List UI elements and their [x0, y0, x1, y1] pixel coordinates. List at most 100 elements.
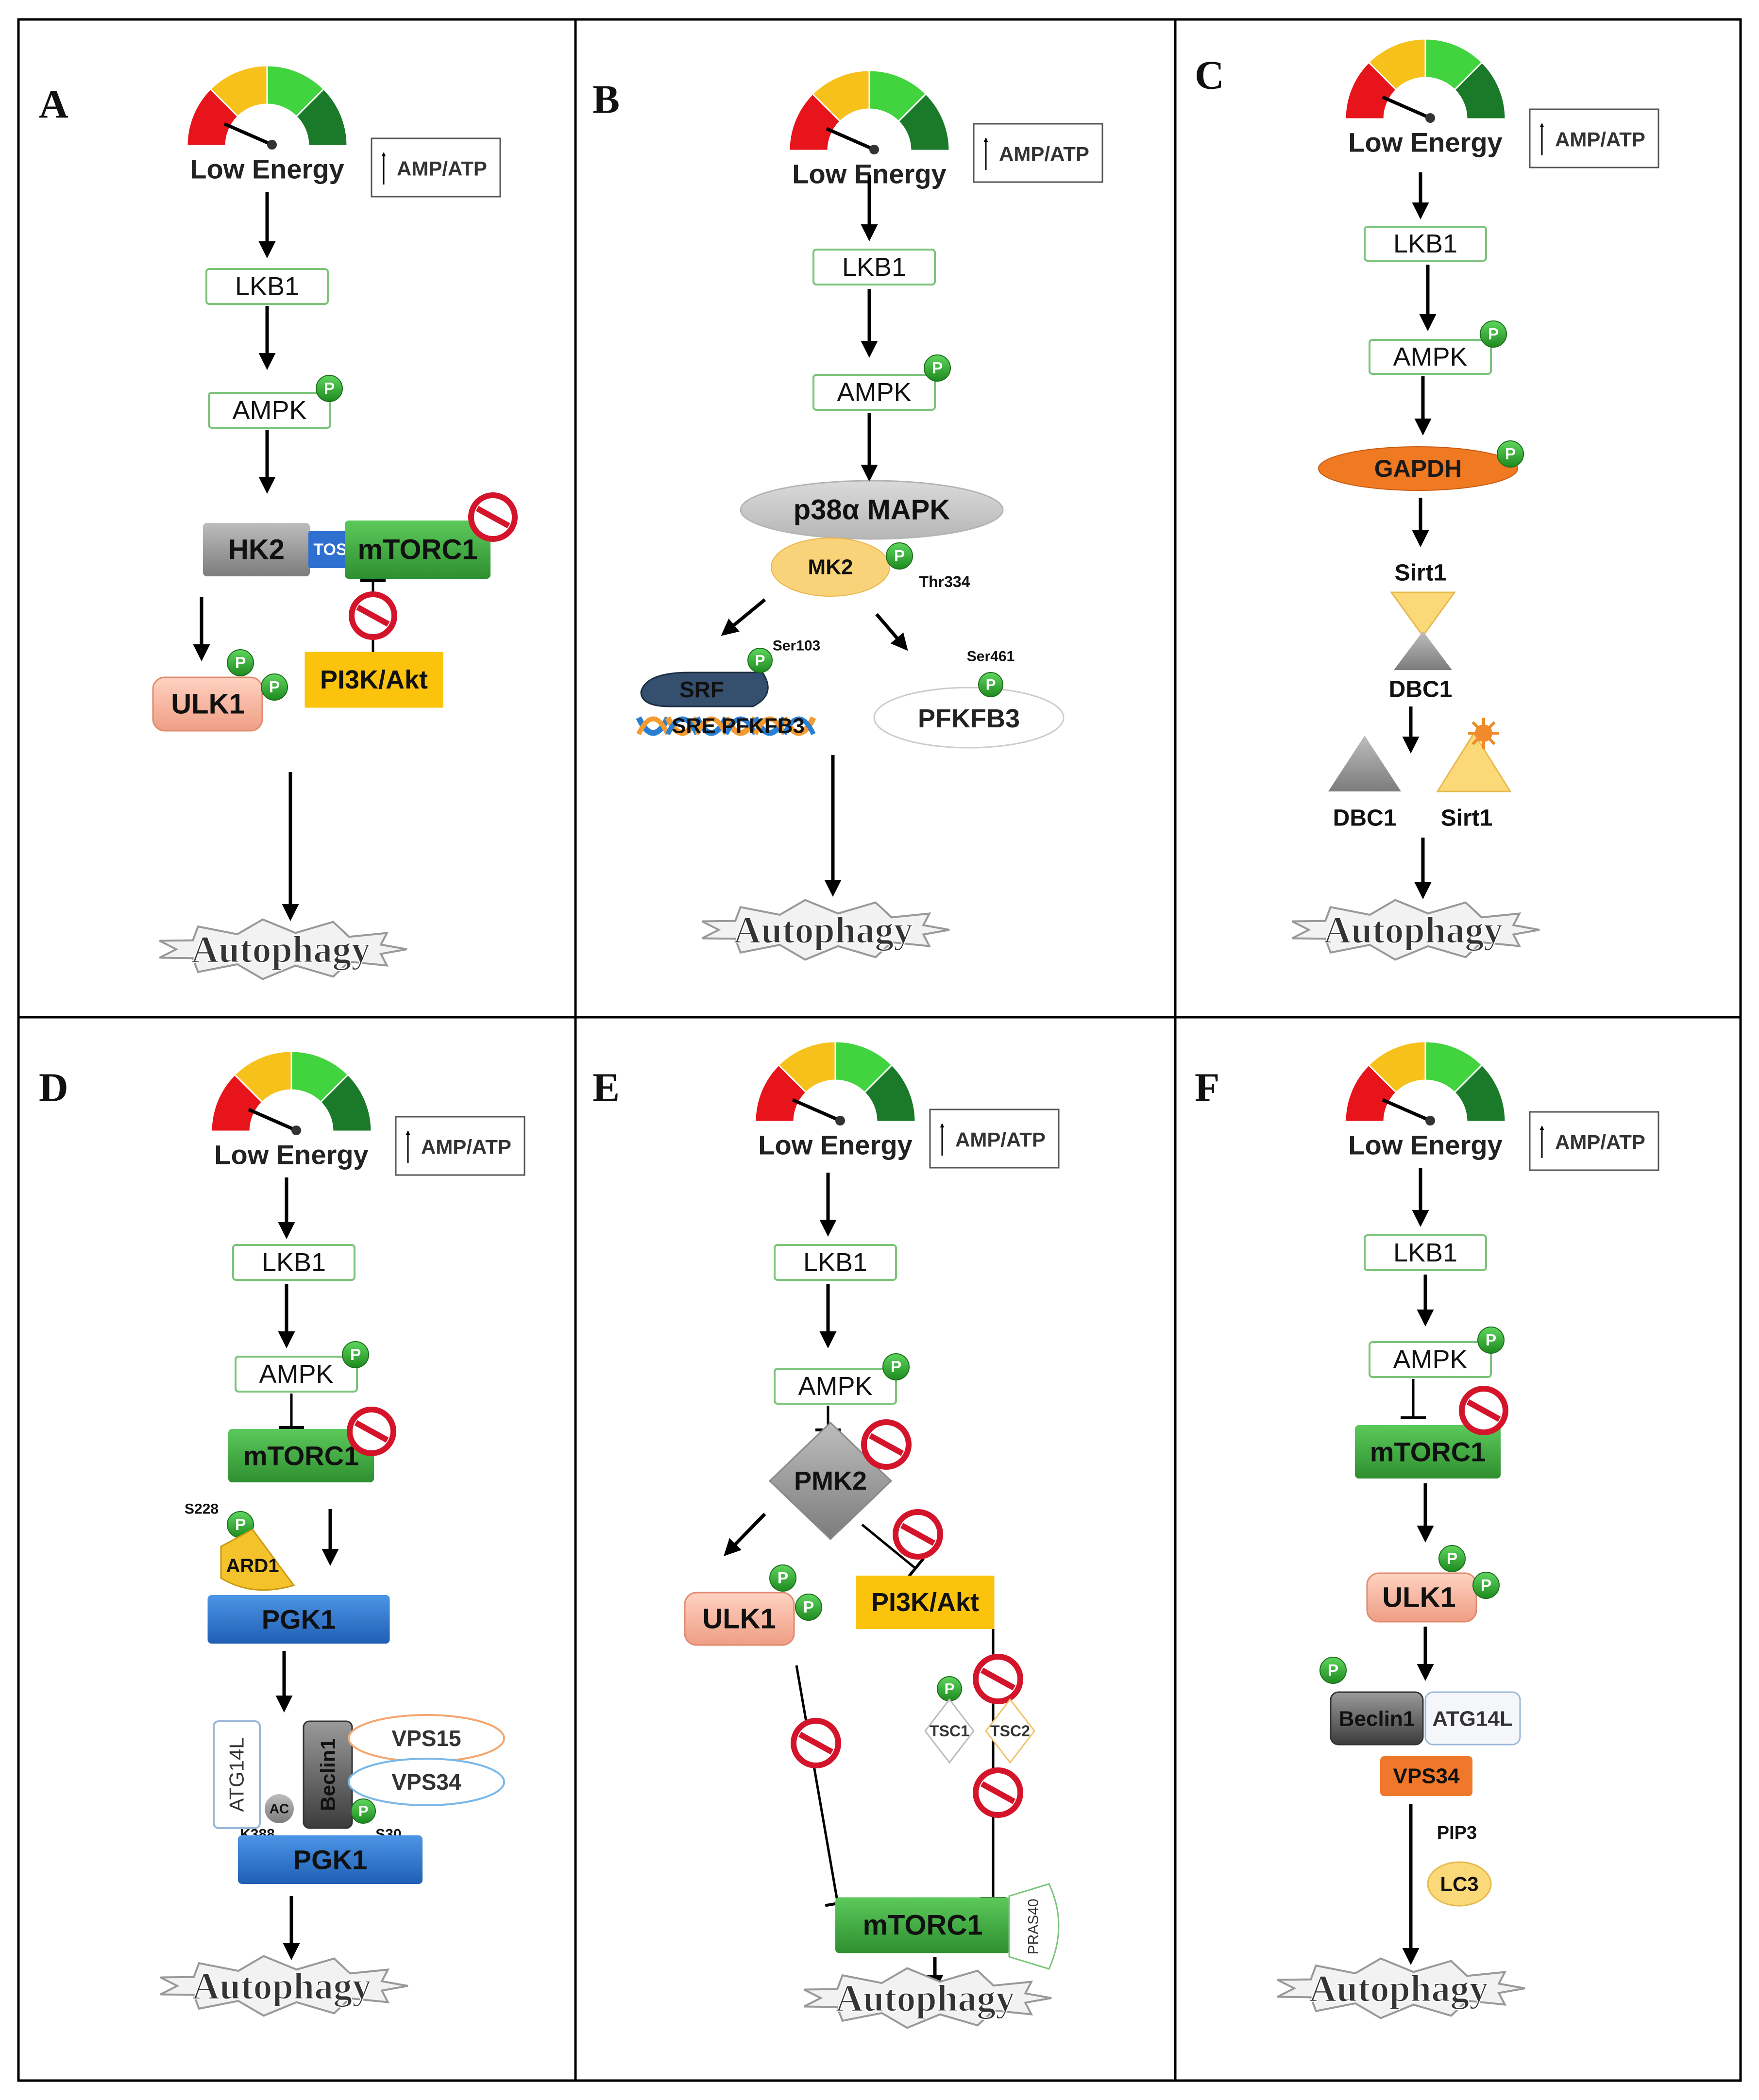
dbc1-triangle-icon: [1328, 736, 1401, 791]
tos-node: TOS: [308, 531, 352, 568]
ulk1-label: ULK1: [171, 689, 244, 720]
phospho-label: P: [932, 359, 943, 377]
phospho-circle: [769, 1564, 796, 1592]
inhibitor-icon: [973, 1767, 1023, 1818]
phospho-circle: [924, 354, 951, 382]
node-shape: [1380, 1756, 1472, 1796]
beclin1-label: Beclin1: [317, 1738, 339, 1811]
node-shape: [1366, 1572, 1477, 1623]
node-box: [812, 249, 936, 286]
node-shape: [740, 480, 1004, 540]
phospho-circle: [261, 673, 288, 701]
star-ray: [1482, 732, 1496, 745]
ard1-label: ARD1: [226, 1555, 279, 1577]
lkb1-node: LKB1: [1364, 226, 1487, 262]
dna-strand: [724, 716, 758, 736]
mtorc1-node-label: mTORC1: [243, 1441, 359, 1471]
ampk-node-label: AMPK: [1393, 1345, 1467, 1374]
s228-label: S228: [185, 1501, 219, 1517]
ulk1-node: ULK1: [684, 1592, 795, 1646]
tsc2-node: TSC2: [985, 1698, 1035, 1764]
ampk-node-label: AMPK: [837, 378, 911, 407]
panel-letter: D: [39, 1065, 68, 1110]
phospho-marker: P: [769, 1564, 796, 1592]
phospho-label: P: [1447, 1549, 1458, 1568]
amp-box-frame: [1529, 108, 1659, 168]
node-shape: [152, 676, 263, 732]
inhibitor-slash: [475, 505, 510, 529]
phospho-marker: P: [1438, 1545, 1466, 1572]
node-box: [1369, 339, 1492, 375]
autophagy-burst-icon: [1277, 1957, 1525, 2019]
ampk-node: AMPK: [774, 1368, 897, 1405]
lkb1-node: LKB1: [232, 1244, 355, 1281]
phospho-circle: [795, 1594, 822, 1621]
inhibition-stem: [795, 1665, 839, 1904]
ac-label: AC: [270, 1801, 289, 1816]
autophagy-label: Autophagy: [1309, 1967, 1488, 2010]
phospho-circle: [1472, 1572, 1500, 1599]
gauge-hub: [291, 1126, 301, 1135]
atg14l-label: ATG14L: [1432, 1707, 1512, 1731]
autophagy-node: Autophagy: [160, 1955, 408, 2017]
node-shape: [1427, 1861, 1492, 1907]
phospho-label: P: [235, 1515, 246, 1534]
energy-gauge-icon: Low Energy: [210, 1050, 372, 1170]
pi3k-akt-node: PI3K/Akt: [856, 1576, 995, 1629]
gauge-needle: [248, 1108, 297, 1132]
pgk1-node: PGK1: [238, 1835, 423, 1884]
ampk-node-label: AMPK: [1393, 342, 1467, 371]
gauge-hub: [1425, 113, 1435, 123]
ampk-node: AMPK: [1369, 1341, 1492, 1378]
panel-E-cont: ULK1: [684, 1419, 943, 1646]
node-shape: [1330, 1691, 1424, 1746]
phospho-label: P: [986, 676, 996, 693]
autophagy-node: Autophagy: [803, 1967, 1052, 2029]
panel-E-cont5: Autophagy: [803, 1957, 1052, 2029]
p38-label: p38α MAPK: [794, 494, 950, 526]
inhibitor-slash: [980, 1667, 1016, 1691]
pi3k-akt-node: PI3K/Akt: [304, 652, 443, 708]
dbc1-label: DBC1: [1389, 677, 1453, 703]
node-shape: [771, 538, 890, 597]
node-box: [1364, 226, 1487, 262]
panel-D-cont: PGK1: [207, 1509, 390, 1644]
ac-marker-icon: [265, 1794, 294, 1823]
gauge-needle: [826, 127, 875, 151]
lkb1-node-label: LKB1: [235, 272, 299, 301]
sre-pfkfb3-label: SRE PFKFB3: [672, 714, 805, 738]
gauge-hub: [1425, 1116, 1435, 1126]
node-shape: [640, 672, 769, 707]
vps34-node: VPS34: [348, 1758, 505, 1806]
amp-box-frame: [973, 123, 1103, 183]
panel-D-cont5: PGK1: [238, 1835, 423, 1884]
mtorc1-node: mTORC1: [228, 1429, 374, 1482]
mtorc1-node: mTORC1: [1355, 1425, 1501, 1478]
node-box: [1364, 1234, 1487, 1271]
dna-strand: [753, 716, 787, 736]
node-shape: [220, 1529, 295, 1591]
dna-strand: [694, 716, 729, 736]
phospho-marker: P: [261, 673, 288, 701]
phospho-marker: P: [1497, 440, 1524, 468]
amp-atp-label: AMP/ATP: [1555, 1131, 1645, 1154]
star-ray: [1471, 721, 1485, 735]
inhibitor-icon: [791, 1718, 841, 1768]
gauge-segment: [897, 93, 950, 151]
low-energy-label: Low Energy: [1348, 1130, 1502, 1160]
dbc1-triangle-icon: [1394, 631, 1452, 670]
dna-strand: [694, 716, 728, 736]
phospho-marker: P: [1480, 320, 1507, 348]
activation-arrow: [721, 598, 766, 636]
ampk-node-label: AMPK: [798, 1372, 872, 1401]
panel-D: D Low Energy: [39, 1050, 372, 1170]
inhibition-line: [279, 1394, 304, 1429]
gauge-hub: [835, 1116, 845, 1126]
mk2-label: MK2: [808, 555, 853, 579]
ampk-node: AMPK: [235, 1356, 358, 1393]
inhibitor-icon: [1459, 1386, 1508, 1435]
phospho-marker: P: [227, 1511, 254, 1538]
